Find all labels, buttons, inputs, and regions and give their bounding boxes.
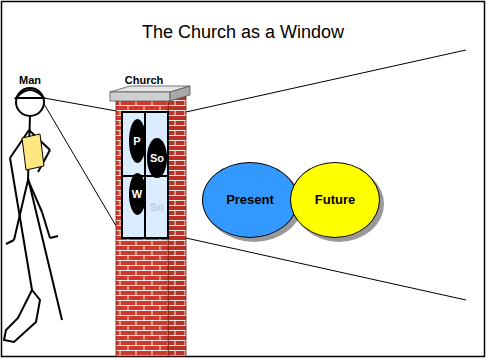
paper: [22, 134, 44, 170]
slide-title: The Church as a Window: [142, 22, 344, 43]
circle-text: Future: [315, 193, 355, 207]
wall-coping: [110, 92, 170, 101]
time-circle: Future: [290, 162, 380, 238]
window-circle: So: [147, 138, 167, 178]
stick-man: [4, 88, 62, 342]
time-circle: Present: [202, 162, 298, 238]
circle-text: Present: [226, 193, 274, 207]
circle-text: W: [132, 188, 142, 200]
figure-label: Church: [125, 74, 164, 87]
window-circle: W: [129, 173, 146, 215]
faded-label: So: [150, 201, 164, 214]
sight-line: [186, 238, 466, 300]
sight-line: [186, 50, 466, 112]
brick-wall: [116, 100, 168, 356]
wall-coping: [170, 86, 190, 101]
sight-line: [44, 104, 122, 236]
figure-label: Man: [19, 74, 41, 87]
window-circle: P: [129, 119, 146, 163]
wall-side: [168, 95, 186, 356]
circle-text: P: [133, 135, 140, 147]
circle-text: So: [150, 152, 164, 164]
window: [122, 112, 168, 238]
